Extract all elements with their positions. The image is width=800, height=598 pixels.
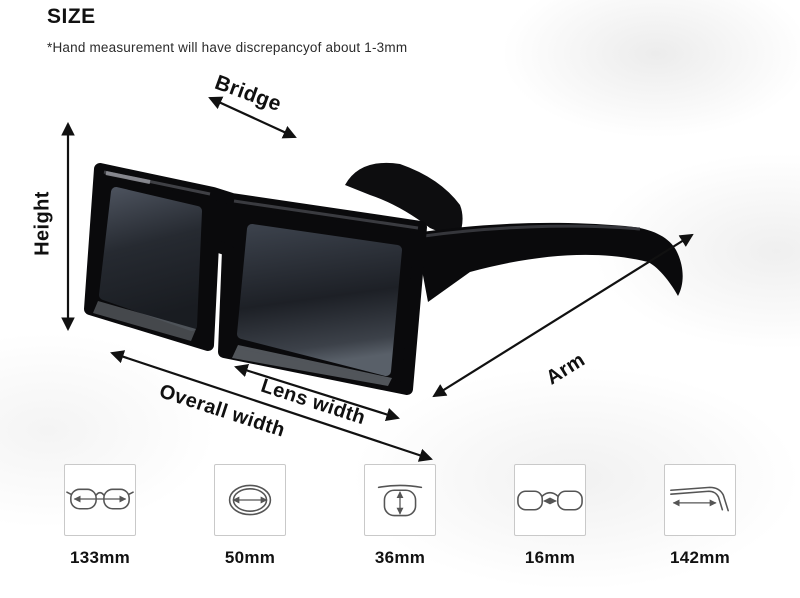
near-temple-arm: [415, 222, 683, 302]
arm-length-icon-box: [664, 464, 736, 536]
far-temple-arm: [345, 162, 463, 240]
front-frame: [84, 163, 427, 395]
overall-width-arrow: [110, 350, 433, 462]
left-lens: [99, 187, 202, 331]
lens-width-icon-box: [214, 464, 286, 536]
bridge-width-icon-box: [514, 464, 586, 536]
measurement-lens-height: 36mm: [352, 464, 448, 568]
bridge-width-value: 16mm: [524, 548, 576, 567]
bridge-label: Bridge: [211, 70, 285, 117]
bridge-width-icon: [517, 490, 583, 511]
measurement-row: 133mm 50mm 36mm: [52, 464, 748, 568]
glasses-front-width-icon: [66, 488, 134, 510]
lens-height-value: 36mm: [374, 548, 426, 567]
lens-height-icon-box: [364, 464, 436, 536]
dimension-arrows: [61, 96, 694, 462]
arm-length-value: 142mm: [669, 548, 731, 567]
arm-label: Arm: [542, 348, 590, 390]
measurement-overall-width: 133mm: [52, 464, 148, 568]
overall-width-icon-box: [64, 464, 136, 536]
arm-length-icon: [670, 486, 729, 512]
measurement-bridge-width: 16mm: [502, 464, 598, 568]
right-lens: [237, 224, 402, 376]
overall-width-value: 133mm: [69, 548, 131, 567]
measurement-disclaimer: *Hand measurement will have discrepancyo…: [47, 40, 408, 55]
lens-width-icon: [228, 484, 272, 516]
lens-height-icon: [377, 484, 423, 517]
height-label: Height: [31, 191, 54, 256]
measurement-arm-length: 142mm: [652, 464, 748, 568]
page-title: SIZE: [47, 5, 96, 28]
measurement-lens-width: 50mm: [202, 464, 298, 568]
lens-width-value: 50mm: [224, 548, 276, 567]
